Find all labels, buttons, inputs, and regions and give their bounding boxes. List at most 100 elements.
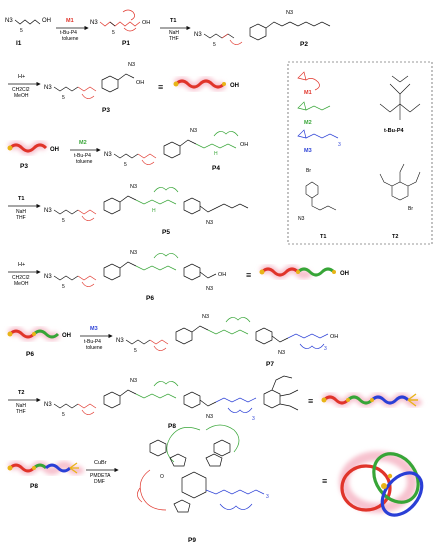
repeat-subscript: 5 xyxy=(134,348,137,354)
reagent-legend: M1 M2 3 M3 t-Bu-P4 Br xyxy=(287,61,433,245)
compound-P4: N3 N3 H OH 5 P4 xyxy=(104,128,248,172)
label-P2: P2 xyxy=(300,41,308,48)
reagent-M2: M2 xyxy=(79,140,87,146)
azide-label: N3 xyxy=(206,220,213,226)
bromide-label: Br xyxy=(306,168,311,174)
hydroxyl-label: OH xyxy=(330,334,338,340)
hydroxyl-label: OH xyxy=(50,147,59,153)
cartoon-P6-start: OH P6 xyxy=(7,327,71,358)
repeat-subscript: 5 xyxy=(62,412,65,418)
condition-ligand: PMDETA xyxy=(90,473,111,479)
reagent-acid: H+ xyxy=(18,74,25,80)
condition-solvent: toluene xyxy=(76,159,93,165)
condition-base: NaH xyxy=(16,403,26,409)
reagent-T1: T1 xyxy=(18,196,24,202)
hydroxyl-label: OH xyxy=(340,271,349,277)
azide-label: N3 xyxy=(44,274,52,280)
condition-base: NaH xyxy=(16,209,26,215)
label-I1: I1 xyxy=(16,40,22,47)
repeat-subscript: 5 xyxy=(62,218,65,224)
oxygen-label: O xyxy=(160,474,164,480)
label-P6: P6 xyxy=(146,295,154,302)
hydroxyl-label: OH xyxy=(136,80,144,86)
step-5: T1 NaH THF xyxy=(8,196,41,221)
repeat-subscript: 3 xyxy=(338,142,341,148)
compound-P8: N3 N3 N3 3 5 P8 xyxy=(44,375,299,430)
label-M3: M3 xyxy=(304,148,312,154)
step-2: T1 NaH THF xyxy=(160,18,191,42)
compound-P5: N3 N3 H N3 5 P5 xyxy=(44,184,249,236)
azide-label: N3 xyxy=(44,208,52,214)
reagent-T2: T2 xyxy=(18,390,24,396)
step-3: H+ CH2Cl2 MeOH xyxy=(8,74,41,99)
equivalence-sign: ≡ xyxy=(158,82,163,92)
row-1: N3 OH 5 I1 M1 t-Bu-P4 toluene N3 OH 5 P1 xyxy=(5,9,331,48)
row-6: OH P6 M3 t-Bu-P4 toluene N3 N3 N3 OH 3 xyxy=(7,314,338,368)
label-tBuP4: t-Bu-P4 xyxy=(384,128,404,134)
reagent-M3: M3 xyxy=(90,326,98,332)
azide-label: N3 xyxy=(44,402,52,408)
label-T1: T1 xyxy=(320,234,326,240)
reagent-T1: T1 xyxy=(170,18,176,24)
reagent-acid: H+ xyxy=(18,262,25,268)
monomer-M3: 3 M3 xyxy=(297,129,341,154)
step-9: CuBr PMDETA DMF xyxy=(86,460,119,485)
hydroxyl-label: OH xyxy=(62,333,71,339)
compound-P2: N3 N3 5 P2 xyxy=(194,10,331,48)
azide-label: N3 xyxy=(116,338,124,344)
bromide-label: Br xyxy=(408,206,413,212)
label-P8: P8 xyxy=(168,423,176,430)
condition-solvent: DMF xyxy=(94,479,105,485)
row-4: T1 NaH THF N3 N3 H N3 5 P5 xyxy=(8,184,249,236)
equivalence-sign: ≡ xyxy=(308,396,313,406)
label-P5: P5 xyxy=(162,229,170,236)
label-P3: P3 xyxy=(20,163,28,170)
step-4: M2 t-Bu-P4 toluene xyxy=(70,140,101,165)
condition-cosolvent: MeOH xyxy=(14,281,29,287)
row-7: T2 NaH THF N3 N3 N3 3 5 P8 ≡ xyxy=(8,375,423,430)
azide-label: N3 xyxy=(90,20,98,26)
azide-label: N3 xyxy=(190,128,197,134)
azide-label: N3 xyxy=(298,216,305,222)
hydroxyl-label: OH xyxy=(240,142,248,148)
azide-label: N3 xyxy=(130,378,137,384)
azide-label: N3 xyxy=(202,314,209,320)
compound-P7: N3 N3 N3 OH 3 5 P7 xyxy=(116,314,338,368)
hydroxyl-label: OH xyxy=(230,83,239,89)
condition-cosolvent: MeOH xyxy=(14,93,29,99)
repeat-subscript: 5 xyxy=(213,42,216,48)
condition-base: NaH xyxy=(169,30,179,36)
label-T2: T2 xyxy=(392,234,398,240)
azide-label: N3 xyxy=(128,62,135,68)
label-P9: P9 xyxy=(188,537,196,544)
compound-P6: N3 N3 N3 OH 5 P6 xyxy=(44,250,226,302)
equivalence-sign: ≡ xyxy=(322,476,327,486)
condition-solvent: CH2Cl2 xyxy=(12,275,30,281)
repeat-subscript: 3 xyxy=(266,494,269,500)
row-2: H+ CH2Cl2 MeOH N3 N3 OH 5 P3 ≡ OH xyxy=(8,62,239,114)
condition-base: t-Bu-P4 xyxy=(60,30,77,36)
cartoon-P8-start: P8 xyxy=(7,461,85,490)
label-M1: M1 xyxy=(304,90,312,96)
step-8: T2 NaH THF xyxy=(8,390,41,415)
condition-base: t-Bu-P4 xyxy=(84,339,101,345)
cartoon-P6: OH xyxy=(259,265,349,279)
row-3: OH P3 M2 t-Bu-P4 toluene N3 N3 H OH 5 P4 xyxy=(7,128,248,172)
step-6: H+ CH2Cl2 MeOH xyxy=(8,262,41,287)
azide-label: N3 xyxy=(5,18,13,24)
row-8: P8 CuBr PMDETA DMF O 3 P9 ≡ xyxy=(7,424,424,544)
repeat-subscript: 3 xyxy=(252,416,255,422)
row-5: H+ CH2Cl2 MeOH N3 N3 N3 OH 5 P6 ≡ xyxy=(8,250,349,302)
label-P6: P6 xyxy=(26,351,34,358)
condition-solvent: toluene xyxy=(62,36,79,42)
monomer-M2: M2 xyxy=(297,101,331,126)
hydroxyl-label: OH xyxy=(218,272,226,278)
repeat-subscript: 5 xyxy=(62,95,65,101)
cartoon-P9-knot xyxy=(339,451,424,517)
step-7: M3 t-Bu-P4 toluene xyxy=(80,326,113,351)
reagent-T2-structure: Br T2 xyxy=(379,163,421,240)
condition-base: t-Bu-P4 xyxy=(74,153,91,159)
label-P7: P7 xyxy=(266,361,274,368)
base-tBuP4: t-Bu-P4 xyxy=(379,75,421,134)
compound-I1: N3 OH 5 I1 xyxy=(5,18,51,47)
